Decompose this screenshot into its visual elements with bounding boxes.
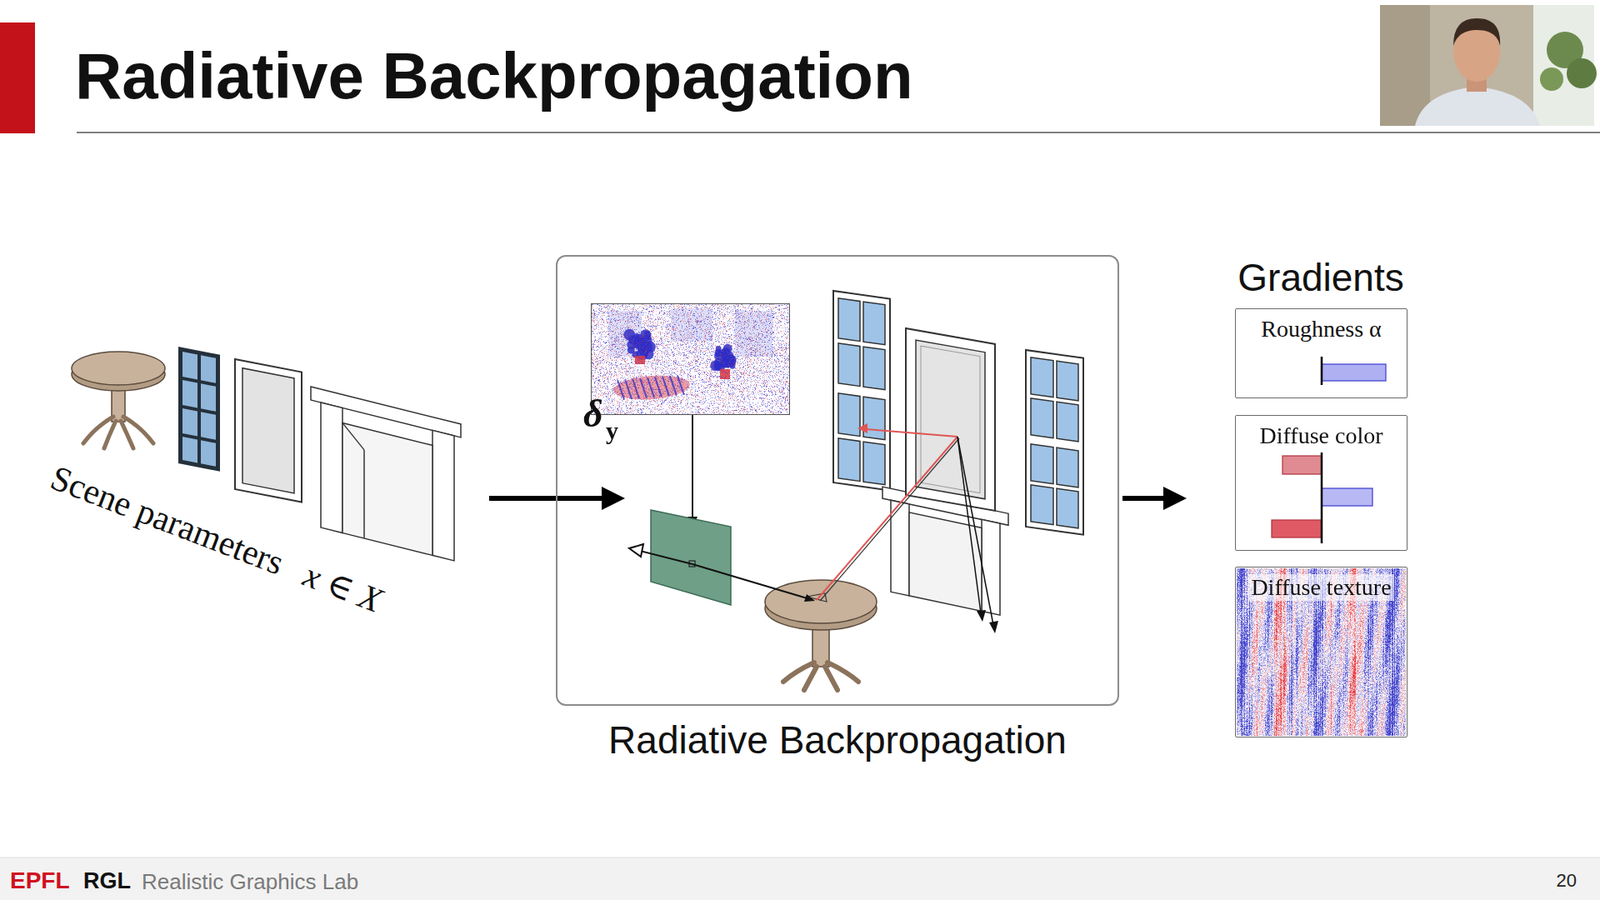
section-heading: Gradients — [1237, 255, 1404, 300]
footer-rule — [0, 857, 1600, 859]
method-caption: Radiative Backpropagation — [608, 719, 1067, 762]
method-box: Radiative Backpropagation — [555, 255, 1120, 706]
flow-arrow — [1122, 486, 1187, 510]
gradient-box: Diffuse color — [1235, 415, 1408, 551]
window-illustration — [178, 346, 220, 472]
table-illustration — [71, 351, 165, 449]
color-bars — [1271, 452, 1373, 544]
fireplace-illustration — [310, 386, 461, 563]
gradient-label: Roughness α — [1258, 315, 1385, 343]
param-symbol: x ∈ X — [298, 555, 387, 620]
institution-logo: EPFL — [10, 867, 70, 895]
lab-logo: RGL — [83, 868, 131, 895]
title-rule — [76, 131, 1600, 134]
gradient-box: Roughness α — [1235, 308, 1408, 399]
gradient-label: Diffuse texture — [1248, 574, 1394, 601]
roughness-bar — [1321, 356, 1386, 385]
adjoint-subscript: y — [605, 416, 619, 445]
page-number: 20 — [1556, 870, 1577, 892]
mirror-illustration — [235, 359, 302, 503]
adjoint-symbol: δ — [583, 391, 604, 436]
gradient-box: Diffuse texture — [1235, 566, 1408, 738]
webcam-thumbnail — [1380, 5, 1597, 126]
gradient-label: Diffuse color — [1257, 422, 1386, 450]
accent-bar — [0, 22, 35, 134]
footer-band — [0, 857, 1600, 900]
adjoint-image — [591, 304, 790, 415]
lab-name: Realistic Graphics Lab — [141, 869, 359, 895]
slide-title: Radiative Backpropagation — [75, 38, 914, 115]
